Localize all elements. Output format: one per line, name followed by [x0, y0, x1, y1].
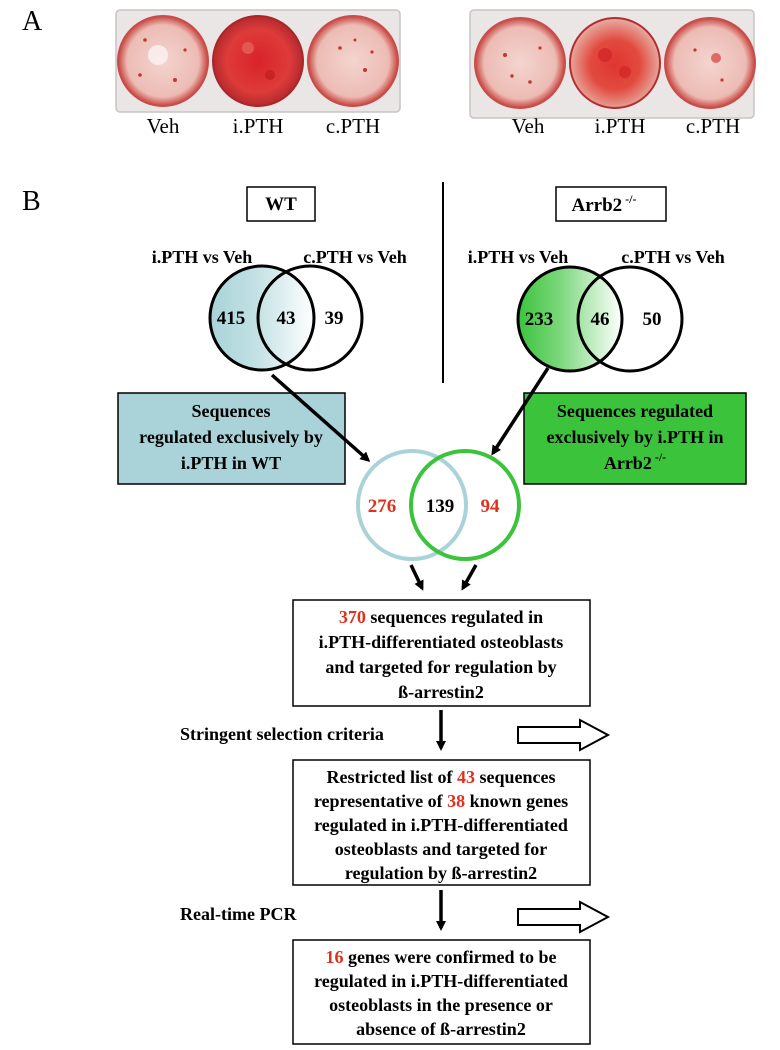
- box2-line-1: Restricted list of 43 sequences: [327, 767, 556, 787]
- wt-title-box: WT: [246, 186, 316, 222]
- ko-venn-left-circle: [516, 265, 624, 373]
- box3-line-3: osteoblasts in the presence or: [329, 995, 553, 1015]
- ko-venn-overlap: 46: [591, 309, 610, 330]
- wt-venn: 415 43 39: [208, 264, 364, 372]
- box2-line-4: osteoblasts and targeted for: [335, 839, 547, 859]
- step1-label: Stringent selection criteria: [180, 724, 384, 744]
- dish-ko-ipth: [569, 17, 661, 109]
- wt-desc-box: Sequences regulated exclusively by i.PTH…: [117, 392, 346, 485]
- combined-venn-ko-circle: [409, 449, 521, 561]
- plate-label-wt-veh: Veh: [147, 114, 180, 138]
- dish-wt-ipth: [212, 15, 304, 107]
- combined-venn-wt-only: 276: [368, 496, 397, 517]
- wt-venn-overlap: 43: [277, 308, 296, 329]
- box1-line-4: ß-arrestin2: [398, 682, 484, 702]
- hollow-arrow-step2: [517, 900, 611, 934]
- ko-venn-right-circle: [576, 265, 684, 373]
- hollow-arrow-step1: [517, 718, 611, 752]
- combined-venn: 276 139 94: [356, 449, 521, 561]
- wt-title: WT: [265, 194, 297, 215]
- box1-line-1: 370 sequences regulated in: [339, 607, 543, 627]
- ko-venn-left-header: i.PTH vs Veh: [468, 247, 569, 267]
- wt-desc-line-2: regulated exclusively by: [139, 427, 323, 447]
- box3-line-2: regulated in i.PTH-differentiated: [314, 971, 568, 991]
- ko-desc-box: Sequences regulated exclusively by i.PTH…: [523, 392, 747, 485]
- dish-wt-veh: [117, 15, 209, 107]
- ko-venn-right-header: c.PTH vs Veh: [621, 247, 725, 267]
- combined-venn-wt-circle: [356, 449, 468, 561]
- plate-ko: [469, 9, 756, 119]
- box3-line-1: 16 genes were confirmed to be: [325, 947, 556, 967]
- arrow-wt-to-combined: [270, 373, 371, 462]
- plate-label-wt-ipth: i.PTH: [233, 114, 284, 138]
- panel-a-letter: A: [22, 6, 43, 37]
- panel-b-letter: B: [22, 186, 41, 217]
- wt-desc-line-3: i.PTH in WT: [181, 453, 281, 473]
- dish-ko-cpth: [664, 17, 756, 109]
- dish-wt-cpth: [307, 15, 399, 107]
- ko-venn: 233 46 50: [516, 265, 684, 373]
- arrow-combined-to-box1-right: [461, 564, 478, 591]
- box1-line-2: i.PTH-differentiated osteoblasts: [319, 632, 564, 652]
- wt-desc-line-1: Sequences: [191, 401, 270, 421]
- result-box-3: 16 genes were confirmed to be regulated …: [292, 939, 591, 1045]
- arrow-combined-to-box1-left: [409, 564, 424, 591]
- ko-venn-left-only: 233: [525, 309, 554, 330]
- combined-venn-ko-only: 94: [481, 496, 501, 517]
- plate-wt: [115, 9, 401, 113]
- wt-venn-left-only: 415: [217, 308, 246, 329]
- wt-venn-right-header: c.PTH vs Veh: [303, 247, 407, 267]
- result-box-1: 370 sequences regulated in i.PTH-differe…: [292, 599, 591, 707]
- ko-venn-right-only: 50: [643, 309, 662, 330]
- ko-desc-line-1: Sequences regulated: [557, 401, 713, 421]
- box3-line-4: absence of ß-arrestin2: [356, 1019, 526, 1039]
- box1-line-3: and targeted for regulation by: [325, 657, 556, 677]
- box2-line-5: regulation by ß-arrestin2: [345, 863, 537, 883]
- step2-label: Real-time PCR: [180, 904, 297, 924]
- plate-label-wt-cpth: c.PTH: [326, 114, 380, 138]
- wt-venn-right-only: 39: [325, 308, 344, 329]
- result-box-2: Restricted list of 43 sequences represen…: [292, 759, 591, 886]
- plate-label-ko-cpth: c.PTH: [686, 114, 740, 138]
- ko-title: Arrb2-/-: [572, 192, 637, 216]
- wt-venn-left-header: i.PTH vs Veh: [152, 247, 253, 267]
- wt-venn-left-circle: [208, 264, 316, 372]
- box2-line-3: regulated in i.PTH-differentiated: [314, 815, 568, 835]
- dish-ko-veh: [474, 17, 566, 109]
- plate-label-ko-veh: Veh: [512, 114, 545, 138]
- box2-line-2: representative of 38 known genes: [314, 791, 568, 811]
- ko-desc-line-2: exclusively by i.PTH in: [546, 427, 723, 447]
- plate-label-ko-ipth: i.PTH: [595, 114, 646, 138]
- arrow-ko-to-combined: [491, 367, 550, 456]
- ko-desc-line-3: Arrb2-/-: [604, 450, 666, 473]
- ko-title-box: Arrb2-/-: [555, 186, 667, 222]
- wt-venn-right-circle: [256, 264, 364, 372]
- combined-venn-overlap: 139: [426, 496, 455, 517]
